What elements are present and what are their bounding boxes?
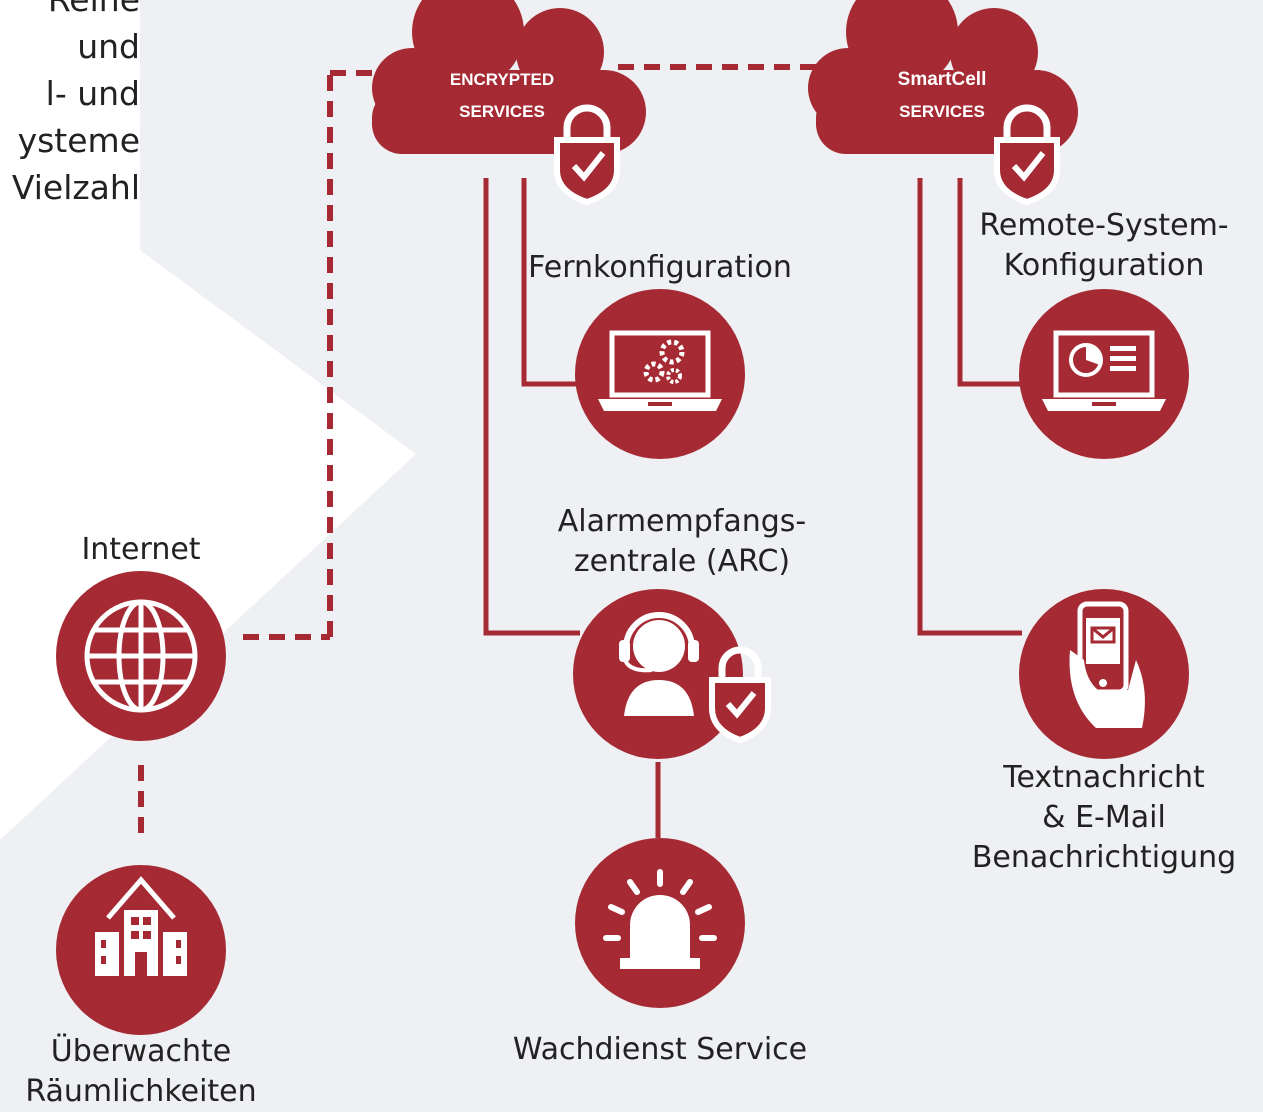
smartcell-label-1: SmartCell	[898, 69, 987, 90]
line-encrypted-to-arc	[483, 178, 580, 636]
sms-email-label-line3: Benachrichtigung	[971, 840, 1237, 875]
phone-hand-icon	[1069, 601, 1145, 728]
globe-icon	[84, 599, 198, 713]
premises-label: Überwachte Räumlichkeiten	[21, 1032, 261, 1112]
laptop-dashboard-icon	[1042, 330, 1166, 411]
padlock-shield-icon	[554, 104, 620, 206]
remote-system-label-line2: Konfiguration	[1003, 248, 1205, 283]
internet-label: Internet	[81, 532, 201, 567]
sms-email-label: Textnachricht & E-Mail Benachrichtigung	[954, 758, 1254, 878]
sms-email-node	[1019, 589, 1189, 759]
fernkonfiguration-node	[575, 289, 745, 459]
headset-operator-icon	[619, 612, 699, 716]
internet-node	[56, 571, 226, 741]
premises-label-line2: Räumlichkeiten	[25, 1074, 257, 1109]
arc-label-line2: zentrale (ARC)	[573, 544, 791, 579]
intro-line: l- und	[45, 74, 140, 113]
intro-line: und	[77, 27, 140, 66]
guard-service-label: Wachdienst Service	[512, 1032, 808, 1067]
encrypted-label-1: ENCRYPTED	[450, 70, 554, 89]
building-icon	[95, 876, 187, 976]
encrypted-services-cloud: ENCRYPTED SERVICES	[372, 0, 646, 206]
line-smartcell-to-sms	[917, 178, 1022, 636]
fernkonfiguration-label: Fernkonfiguration	[528, 250, 792, 285]
intro-line: Vielzahl	[11, 168, 140, 207]
padlock-shield-icon	[709, 646, 771, 744]
intro-line: Reihe	[12, 0, 140, 23]
dashed-connectors	[138, 64, 850, 842]
premises-label-line1: Überwachte	[50, 1034, 232, 1069]
siren-icon	[603, 869, 717, 969]
smartcell-services-cloud: SmartCell SERVICES	[808, 0, 1078, 206]
line-encrypted-to-fernkonfiguration	[521, 178, 588, 387]
sms-email-label-line1: Textnachricht	[1003, 760, 1205, 795]
arc-label-line1: Alarmempfangs-	[557, 504, 807, 539]
sms-email-label-line2: & E-Mail	[1042, 800, 1166, 835]
intro-text: Reihe und l- und ysteme Vielzahl	[12, 0, 140, 211]
arc-label: Alarmempfangs- zentrale (ARC)	[532, 502, 832, 582]
laptop-gears-icon	[598, 330, 722, 411]
guard-service-node	[575, 838, 745, 1008]
smartcell-label-2: SERVICES	[899, 102, 985, 121]
padlock-shield-icon	[994, 104, 1060, 206]
remote-system-node	[1019, 289, 1189, 459]
arc-node	[573, 589, 771, 759]
line-smartcell-to-remote	[957, 178, 1022, 387]
encrypted-label-2: SERVICES	[459, 102, 545, 121]
intro-line: ysteme	[17, 121, 140, 160]
solid-connectors	[483, 178, 1022, 838]
premises-node	[56, 865, 226, 1035]
remote-system-label: Remote-System- Konfiguration	[954, 206, 1254, 286]
remote-system-label-line1: Remote-System-	[979, 208, 1229, 243]
